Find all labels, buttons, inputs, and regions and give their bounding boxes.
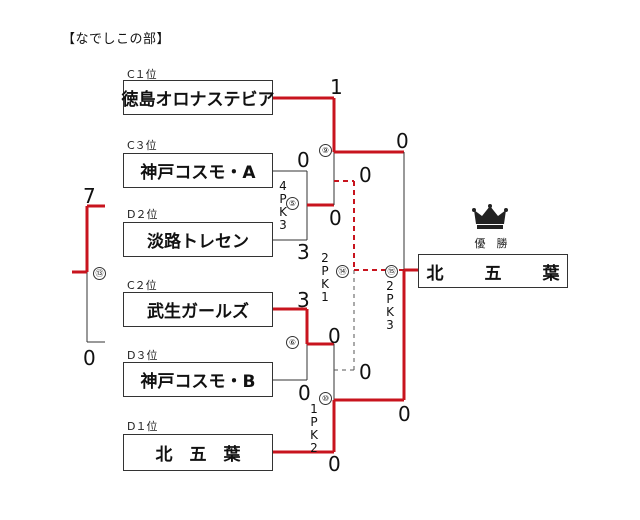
seed-label: C２位 (127, 279, 157, 292)
match-number: ⑩ (319, 392, 332, 405)
score: 0 (329, 206, 342, 230)
score: 0 (398, 402, 411, 426)
pk-result: 1 P K 2 (310, 402, 318, 455)
score: 0 (396, 129, 409, 153)
match-number: ⑬ (93, 267, 106, 280)
team-box: 徳島オロナステビア (122, 80, 275, 115)
score: 1 (330, 75, 343, 99)
pk-result: 2 P K 3 (386, 279, 394, 332)
pk-result: 2 P K 1 (321, 251, 329, 304)
score: 0 (359, 163, 372, 187)
pk-result: 4 P K 3 (279, 179, 287, 232)
seed-label: D２位 (127, 208, 158, 221)
score: 0 (359, 360, 372, 384)
team-box: 淡路トレセン (123, 222, 273, 257)
score: 0 (298, 381, 311, 405)
score: 7 (83, 184, 96, 208)
match-number: ⑥ (286, 336, 299, 349)
score: 0 (83, 346, 96, 370)
score: 0 (297, 148, 310, 172)
team-box: 北 五 葉 (123, 434, 273, 471)
seed-label: C３位 (127, 139, 157, 152)
score: 0 (328, 324, 341, 348)
match-number: ⑨ (319, 144, 332, 157)
match-number: ⑤ (286, 197, 299, 210)
score: 3 (297, 288, 310, 312)
seed-label: C１位 (127, 68, 157, 81)
team-box: 神戸コスモ・B (123, 362, 273, 397)
champion-label: 優 勝 (474, 237, 508, 250)
bracket-title: 【なでしこの部】 (62, 32, 171, 47)
match-number: ⑮ (385, 265, 398, 278)
match-number: ⑭ (336, 265, 349, 278)
score: 3 (297, 240, 310, 264)
champion-team-box: 北 五 葉 (418, 254, 568, 288)
team-box: 神戸コスモ・A (123, 153, 273, 188)
score: 0 (328, 452, 341, 476)
seed-label: D３位 (127, 349, 158, 362)
crown-icon (472, 204, 508, 230)
team-box: 武生ガールズ (123, 292, 273, 327)
seed-label: D１位 (127, 420, 158, 433)
